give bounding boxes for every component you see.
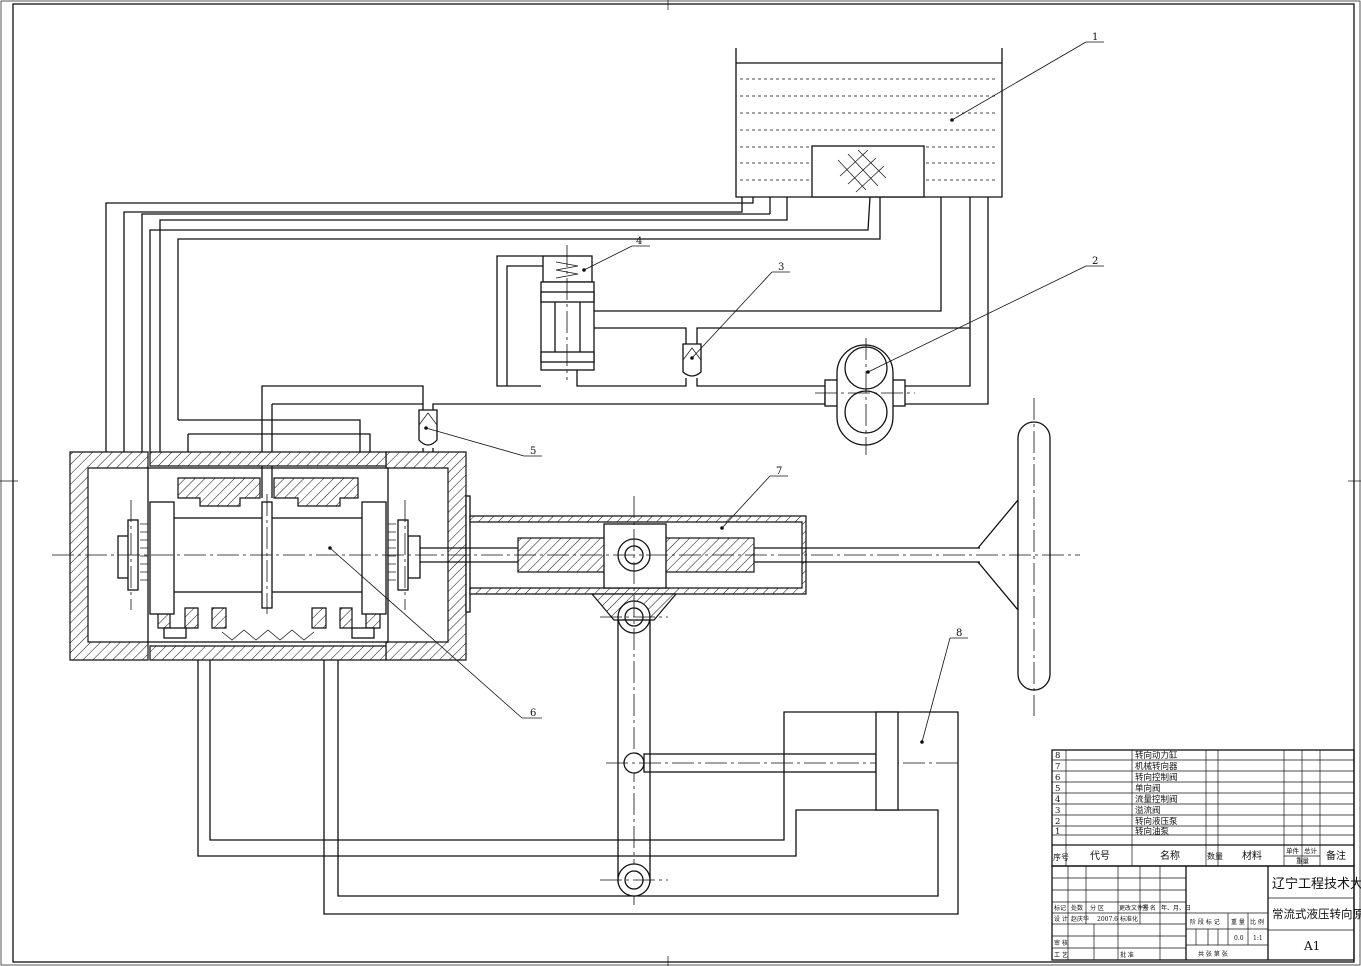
drawing-title: 常流式液压转向原理图	[1272, 907, 1361, 921]
callout-6: 6	[530, 708, 536, 719]
callouts: 1 2 3 4 5 6 7 8	[328, 32, 1104, 744]
row-no: 8	[1055, 751, 1060, 761]
header-no: 序号	[1053, 852, 1069, 862]
header-name: 名称	[1160, 849, 1180, 862]
callout-5: 5	[530, 446, 536, 457]
label-zone: 分 区	[1090, 904, 1104, 912]
label-review: 审 核	[1054, 939, 1068, 947]
steering-pump	[815, 338, 915, 455]
row-no: 2	[1055, 817, 1060, 827]
row-no: 1	[1055, 827, 1060, 837]
check-valve	[418, 409, 438, 446]
steering-wheel	[977, 398, 1051, 716]
callout-2: 2	[1092, 256, 1098, 267]
row-name: 溢流阀	[1135, 805, 1161, 816]
row-name: 转向动力缸	[1135, 750, 1178, 761]
label-weight: 重 量	[1231, 918, 1245, 926]
row-no: 3	[1055, 806, 1060, 816]
label-sign: 签 名	[1142, 904, 1156, 912]
design-date: 2007.6	[1097, 916, 1118, 923]
label-count: 处数	[1071, 904, 1083, 912]
label-date: 年、月、日	[1161, 904, 1191, 912]
oil-tank	[735, 48, 1003, 198]
designer: 赵庆华	[1071, 915, 1089, 923]
label-approve: 批 准	[1120, 951, 1134, 959]
label-doc: 更改文件号	[1119, 904, 1149, 912]
power-cylinder	[643, 711, 899, 811]
row-name: 流量控制阀	[1135, 794, 1178, 805]
row-no: 5	[1055, 784, 1060, 794]
row-name: 转向油泵	[1135, 826, 1170, 837]
row-name: 转向液压泵	[1135, 816, 1178, 827]
row-no: 4	[1055, 795, 1060, 805]
label-stage: 阶 段 标 记	[1190, 918, 1220, 926]
scale-value: 1:1	[1253, 935, 1263, 942]
callout-1: 1	[1092, 32, 1098, 43]
weight-value: 0.0	[1234, 935, 1244, 942]
relief-valve	[682, 343, 702, 377]
control-valve-housing	[69, 451, 467, 661]
steering-linkage	[600, 619, 962, 897]
header-remark: 备注	[1326, 849, 1346, 862]
label-mark: 标记	[1054, 904, 1066, 912]
row-name: 单向阀	[1135, 783, 1161, 794]
label-design: 设 计	[1054, 915, 1068, 923]
row-name: 转向控制阀	[1135, 772, 1178, 783]
header-unit: 单件	[1286, 846, 1300, 855]
school-name: 辽宁工程技术大学	[1272, 876, 1361, 892]
callout-3: 3	[778, 262, 784, 273]
row-name: 机械转向器	[1135, 761, 1178, 772]
parts-list: 8 转向动力缸 7 机械转向器 6 转向控制阀 5 单向阀 4 流量控制阀 3 …	[1051, 749, 1355, 867]
header-total: 总计	[1304, 846, 1318, 855]
sheet-size: A1	[1303, 939, 1320, 953]
callout-8: 8	[956, 628, 962, 639]
callout-7: 7	[776, 466, 782, 477]
pipelines	[105, 196, 989, 915]
title-block: 辽宁工程技术大学 常流式液压转向原理图 A1 标记 处数 分 区 更改文件号 签…	[1051, 865, 1361, 961]
mechanical-steering-gear	[420, 495, 980, 905]
label-process: 工 艺	[1054, 951, 1068, 959]
header-code: 代号	[1090, 850, 1110, 862]
header-material: 材料	[1242, 849, 1262, 862]
label-standard: 标准化	[1120, 915, 1138, 923]
label-sheets: 共 张 第 张	[1198, 950, 1228, 958]
row-no: 6	[1055, 773, 1060, 783]
callout-4: 4	[636, 236, 642, 247]
label-scale: 比 例	[1250, 918, 1264, 926]
flow-control-valve	[540, 245, 595, 380]
header-weight: 重量	[1296, 857, 1310, 865]
header-qty: 数量	[1207, 851, 1223, 861]
oil-filter	[811, 145, 925, 198]
row-no: 7	[1055, 762, 1060, 772]
